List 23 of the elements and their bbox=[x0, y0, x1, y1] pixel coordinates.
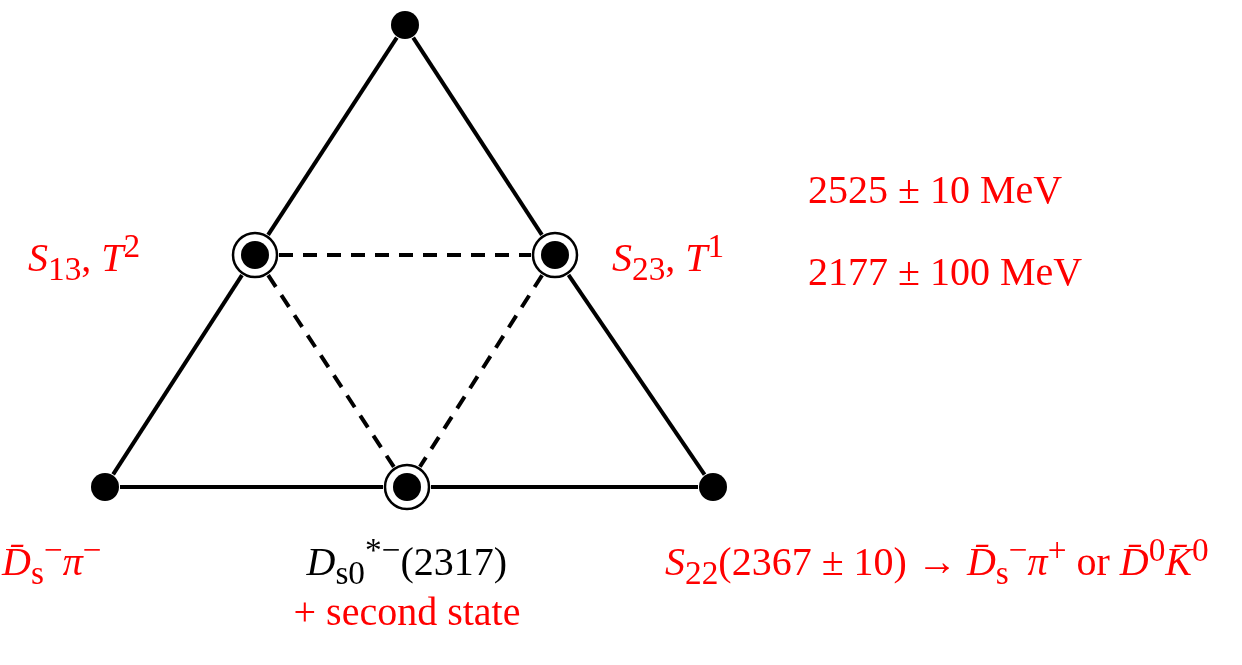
mass-value: 2525 ± 10 MeV bbox=[808, 168, 1063, 212]
state-label: D̄$_{s}$$^{−}$π$^{−}$ bbox=[2, 532, 102, 592]
solid-line bbox=[111, 274, 244, 476]
filled-dot bbox=[390, 10, 420, 40]
dashed-line bbox=[266, 273, 396, 469]
state-label: S$_{23}$, T$^{1}$ bbox=[612, 228, 725, 288]
solid-line bbox=[431, 485, 698, 489]
dashed-line bbox=[279, 253, 531, 257]
double-circle-dot bbox=[531, 231, 579, 279]
solid-line bbox=[566, 273, 707, 476]
solid-line bbox=[411, 36, 544, 236]
filled-dot bbox=[698, 472, 728, 502]
solid-line bbox=[120, 485, 383, 489]
state-label: S$_{22}$(2367 ± 10) → D̄$_{s}$$^{−}$π$^{+}$ or D̄$^{0}$K̄$^{0}$ bbox=[665, 532, 1209, 592]
double-circle-dot bbox=[231, 231, 279, 279]
state-label: S$_{13}$, T$^{2}$ bbox=[28, 228, 141, 288]
double-circle-dot bbox=[383, 463, 431, 511]
state-label: + second state bbox=[293, 590, 521, 634]
mass-value: 2177 ± 100 MeV bbox=[808, 250, 1083, 294]
solid-line bbox=[266, 36, 399, 236]
dashed-line bbox=[418, 274, 544, 468]
filled-dot bbox=[90, 472, 120, 502]
state-label: D$_{s0}$$^{*−}$(2317) bbox=[306, 532, 508, 592]
